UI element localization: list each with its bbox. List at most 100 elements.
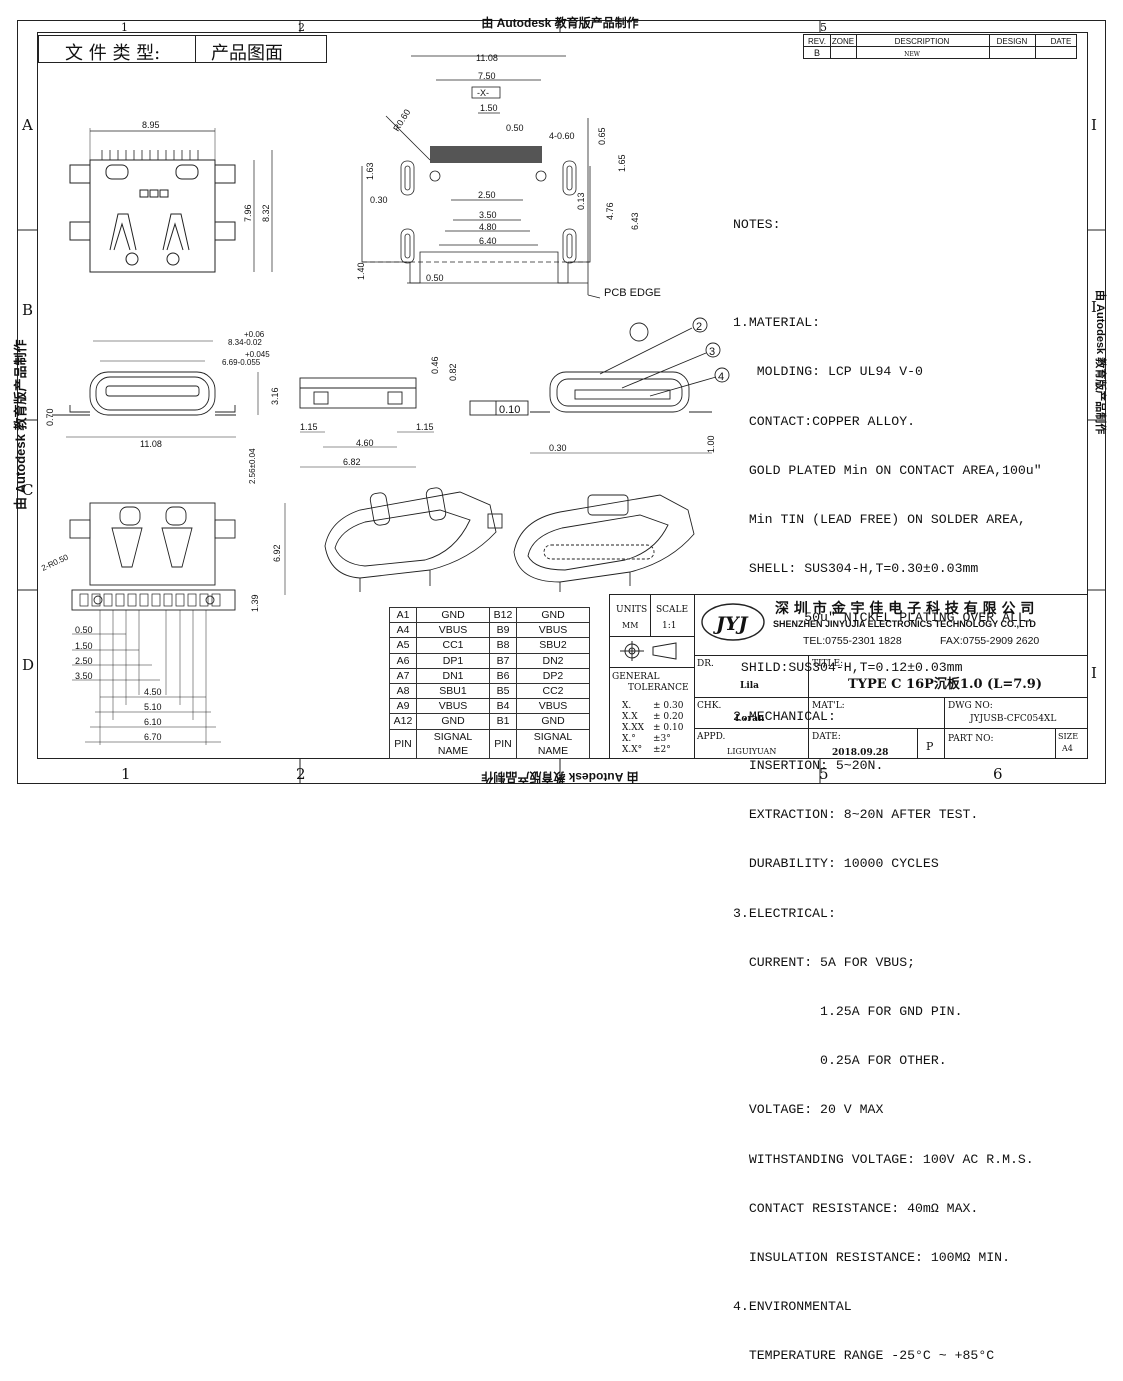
dim-fp-8: 1.65 (617, 154, 627, 172)
dim-fp-2: 7.50 (478, 71, 496, 81)
dim-front-6: 0.70 (45, 408, 55, 426)
dr-value: Lila (740, 681, 759, 691)
pin-number-cell: A9 (389, 698, 417, 715)
notes-line: 3.ELECTRICAL: (733, 905, 836, 921)
pin-number-cell: PIN (389, 728, 417, 759)
grid-row-d: D (22, 656, 34, 674)
section-view (469, 317, 730, 454)
scale-label: SCALE (656, 605, 688, 615)
dim-fp-7: 0.65 (597, 127, 607, 145)
appd-label: APPD. (696, 732, 726, 742)
signal-name-cell: SBU2 (516, 637, 590, 654)
tol-2-val: ± 0.20 (653, 712, 684, 722)
signal-name-cell: CC1 (416, 637, 490, 654)
grid-col-5: 5 (819, 765, 829, 783)
signal-name-cell: SIGNAL NAME (416, 728, 490, 759)
grid-row-a: A (21, 116, 33, 134)
grid-top-col-2: 2 (298, 21, 305, 34)
dim-fp-3: 1.50 (480, 103, 498, 113)
dim-front-4: 6.69-0.055 (222, 358, 261, 367)
dim-side-2: 0.82 (448, 363, 458, 381)
pcb-edge-label: PCB EDGE (604, 287, 661, 299)
dim-front-2: 8.34-0.02 (228, 338, 262, 347)
dim-section-1: 0.30 (549, 443, 567, 453)
dim-top-width: 8.95 (142, 120, 160, 130)
top-watermark: 由 Autodesk 教育版产品制作 (481, 15, 638, 30)
chk-value: Loran (735, 714, 765, 724)
dim-front-8: 2.56±0.04 (248, 448, 257, 484)
right-watermark: 由 Autodesk 教育版产品制作 (1094, 290, 1108, 434)
notes-line: INSERTION: 5~20N. (733, 758, 884, 774)
dim-side-4: 1.15 (416, 422, 434, 432)
pin-number-cell: B12 (489, 606, 517, 624)
company-name-cn: 深 圳 市 金 宇 佳 电 子 科 技 有 限 公 司 (775, 600, 1034, 617)
units-value: MM (622, 621, 638, 630)
signal-name-cell: GND (516, 713, 590, 730)
units-label: UNITS (616, 605, 647, 615)
signal-name-cell: DP2 (516, 667, 590, 684)
notes-line: VOLTAGE: 20 V MAX (733, 1102, 884, 1118)
description-value: NEW (904, 51, 921, 58)
material-label: MAT'L: (812, 701, 845, 711)
grid-top-col-1: 1 (121, 21, 128, 34)
pin-number-cell: A12 (389, 713, 417, 730)
document-type-divider (195, 36, 196, 62)
notes-line: WITHSTANDING VOLTAGE: 100V AC R.M.S. (733, 1151, 1034, 1167)
notes-line: TEMPERATURE RANGE -25°C ~ +85°C (733, 1348, 995, 1364)
dim-top-height-1: 7.96 (243, 204, 253, 222)
tol-2-key: X.X (622, 712, 638, 722)
signal-name-cell: SBU1 (416, 682, 490, 700)
description-header: DESCRIPTION (895, 37, 950, 46)
dim-side-1: 0.46 (430, 356, 440, 374)
flatness-value: 0.10 (499, 404, 520, 416)
callout-4: 4 (718, 371, 724, 383)
dr-label: DR. (697, 659, 714, 669)
grid-row-right-2: I (1091, 298, 1097, 316)
dim-fp-4: 0.50 (506, 123, 524, 133)
dwg-label: DWG NO: (948, 701, 993, 711)
pin-number-cell: B1 (489, 713, 517, 730)
notes-line: CONTACT:COPPER ALLOY. (733, 413, 916, 429)
dim-front-7: 11.08 (140, 439, 162, 449)
grid-col-1: 1 (121, 765, 131, 783)
dim-fp-15: 4.80 (479, 222, 497, 232)
dim-fp-11: 2.50 (478, 190, 496, 200)
dim-top-height-2: 8.32 (261, 204, 271, 222)
tol-1-key: X. (622, 701, 631, 711)
pin-number-cell: B5 (489, 682, 517, 700)
dwg-value: JYJUSB-CFC054XL (969, 714, 1056, 724)
notes-line: Min TIN (LEAD FREE) ON SOLDER AREA, (733, 512, 1026, 528)
bottom-watermark: 由 Autodesk 教育版产品制作 (481, 770, 638, 785)
notes-line: 4.ENVIRONMENTAL (733, 1299, 852, 1315)
pin-number-cell: A4 (389, 622, 417, 639)
dim-fp-1: 11.08 (476, 53, 498, 63)
zone-header: ZONE (832, 37, 854, 46)
signal-name-cell: VBUS (516, 698, 590, 715)
dim-fp-10: 0.30 (370, 195, 388, 205)
signal-name-cell: DN1 (416, 667, 490, 684)
notes-line (733, 266, 1042, 282)
notes-line: MOLDING: LCP UL94 V-0 (733, 364, 923, 380)
company-name-en: SHENZHEN JINYUJIA ELECTRONICS TECHNOLOGY… (773, 619, 1036, 629)
dim-side-3: 1.15 (300, 422, 318, 432)
notes-line: EXTRACTION: 8~20N AFTER TEST. (733, 807, 979, 823)
isometric-view-top (324, 487, 503, 592)
date-label: DATE: (812, 732, 841, 742)
notes-line: 1.25A FOR GND PIN. (733, 1004, 963, 1020)
tol-3-val: ± 0.10 (653, 723, 684, 733)
notes-line: SHILD:SUS304-H,T=0.12±0.03mm (733, 659, 963, 675)
title-block-frame (609, 594, 1088, 759)
notes-line: SHELL: SUS304-H,T=0.30±0.03mm (733, 561, 979, 577)
isometric-view-bottom (513, 494, 695, 592)
p-label: P (926, 740, 934, 753)
size-value: A4 (1061, 744, 1073, 753)
grid-row-right-3: I (1091, 664, 1097, 682)
document-type-box: 文 件 类 型: 产品图面 (38, 35, 327, 64)
